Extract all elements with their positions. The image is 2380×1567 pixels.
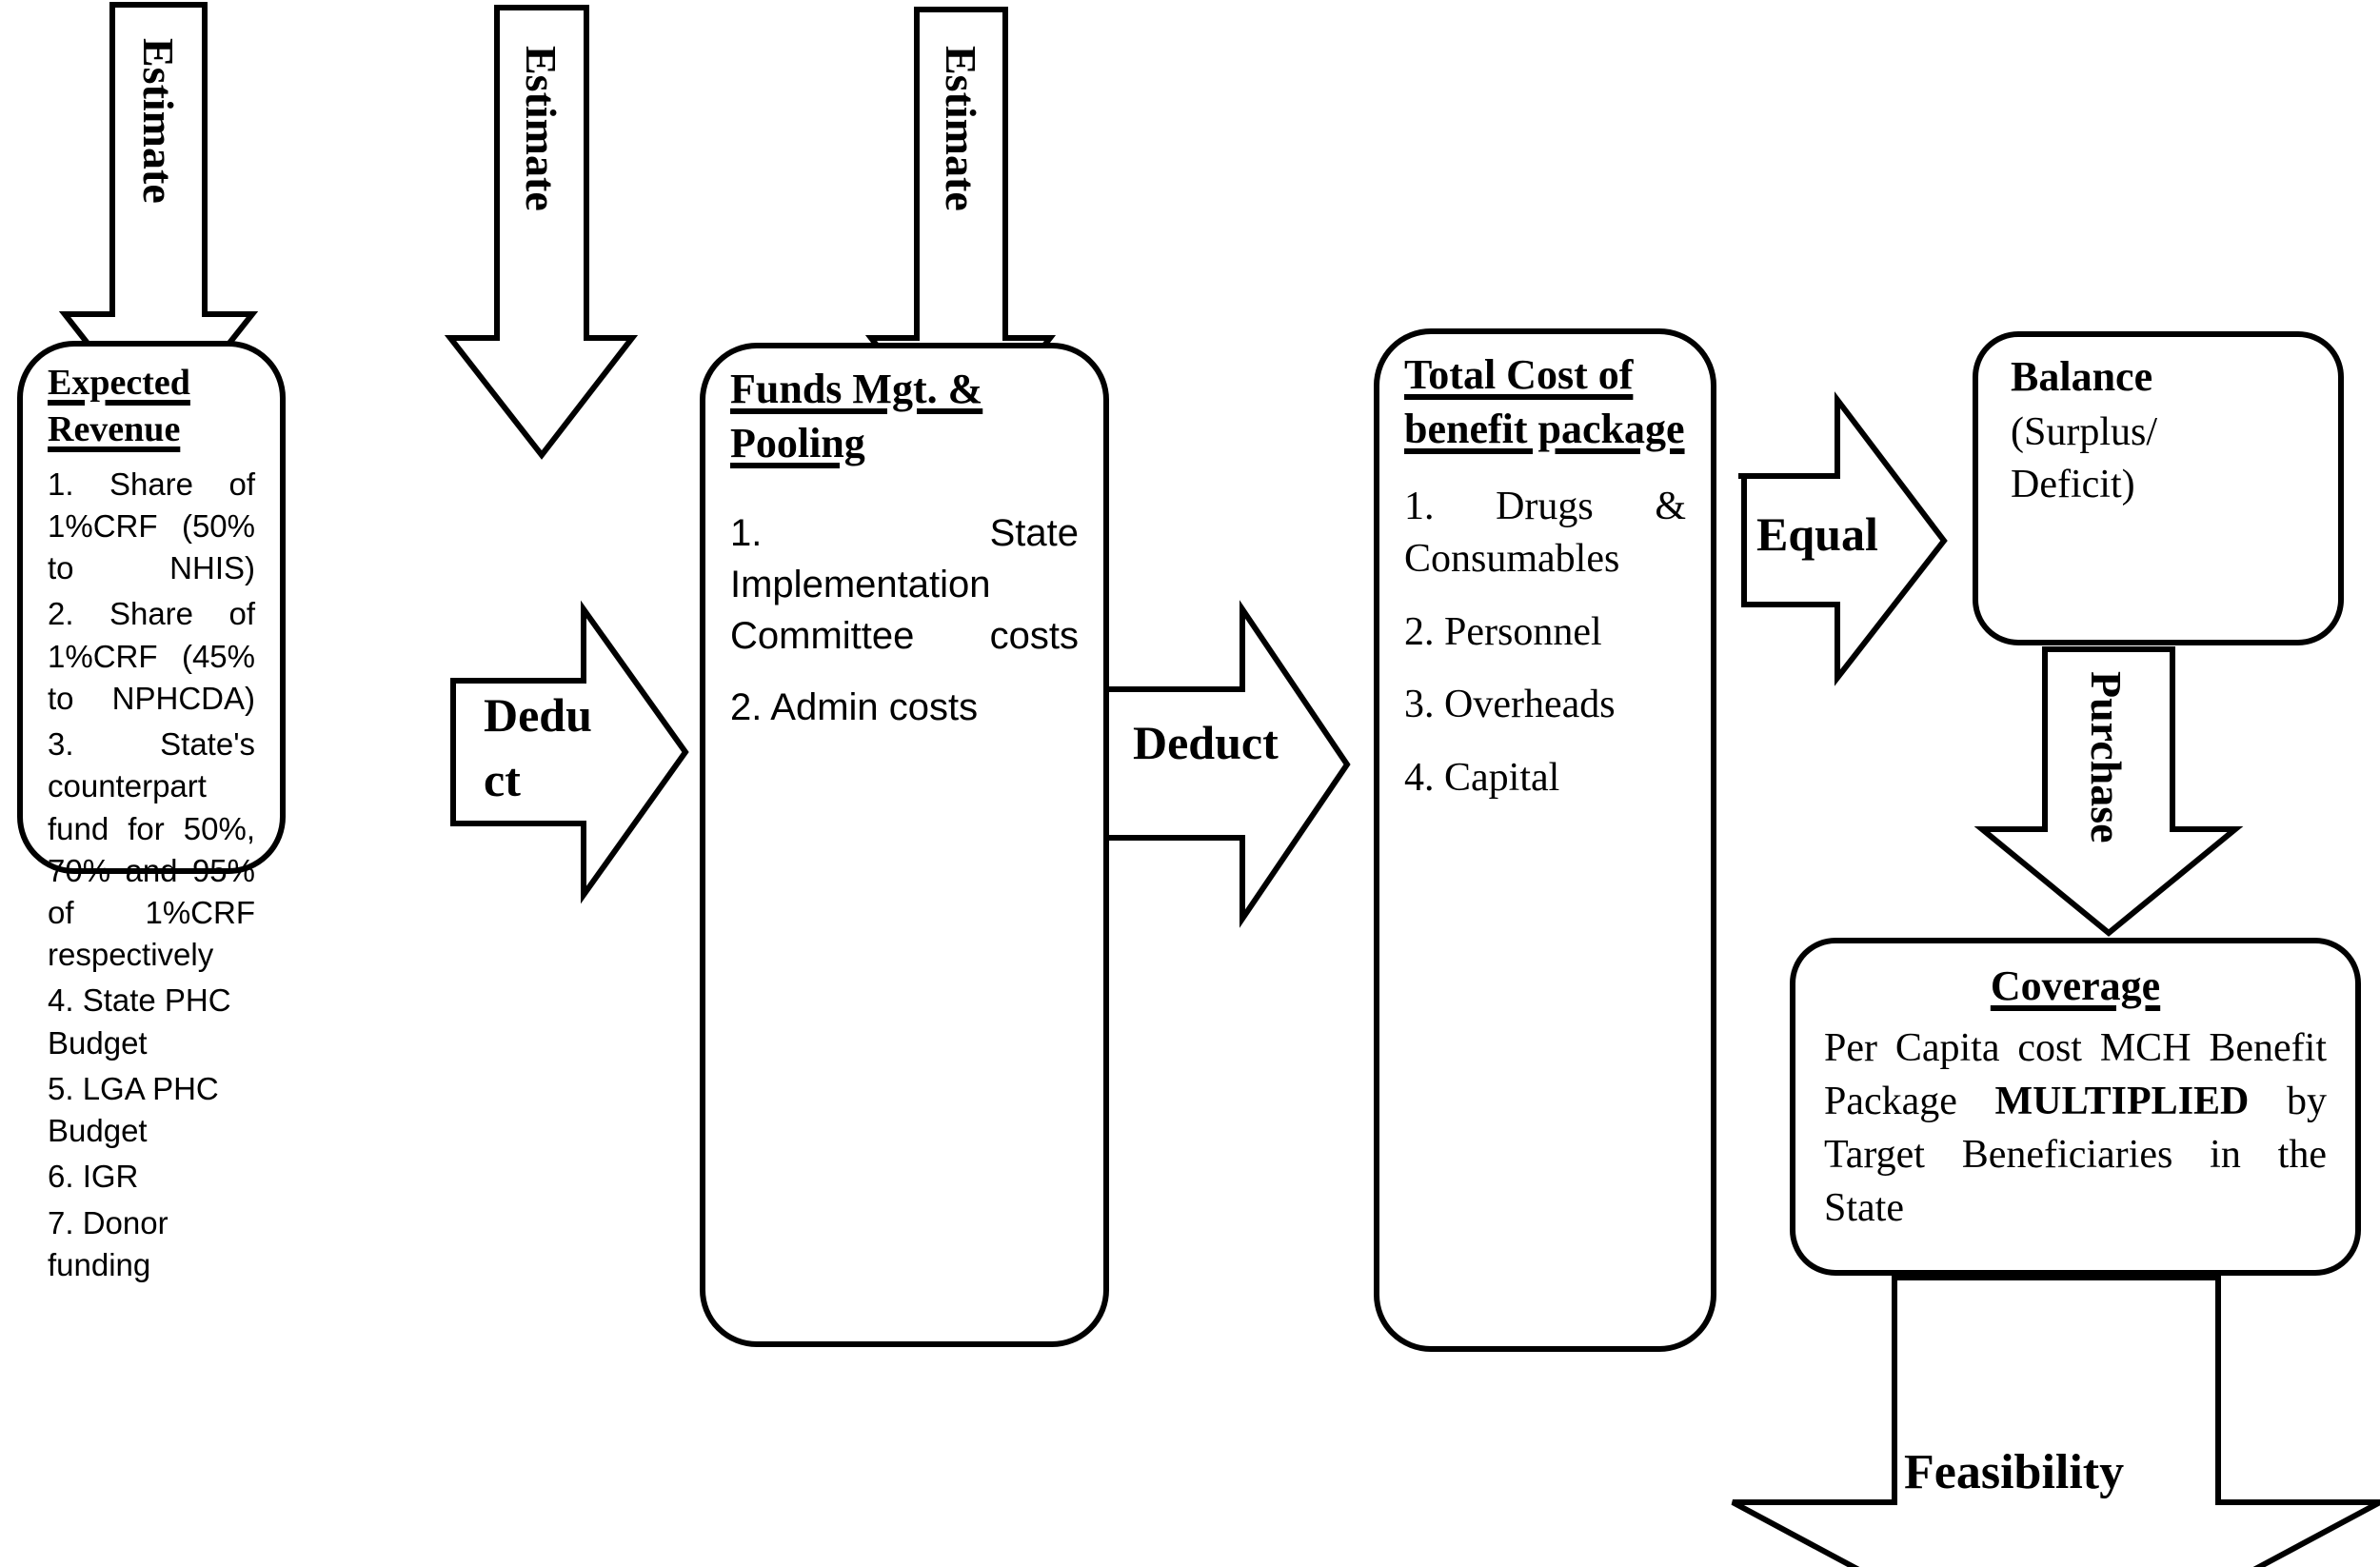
total-cost-item-1: 1. Drugs & Consumables (1404, 485, 1686, 581)
coverage-body-emphasis: MULTIPLIED (1994, 1080, 2250, 1124)
box-total-cost: Total Cost of benefit package 1. Drugs &… (1374, 328, 1716, 1352)
equal-arrow-label: Equal (1756, 507, 1878, 561)
expected-revenue-title: Expected Revenue (48, 363, 190, 450)
equal-connector-top (1738, 473, 1750, 479)
estimate-arrow-1-label: Estimate (134, 38, 183, 204)
estimate-arrow-3-label: Estimate (937, 46, 985, 211)
total-cost-item-3: 3. Overheads (1404, 683, 1616, 727)
expected-revenue-item-1: 1. Share of 1%CRF (50% to NHIS) (48, 466, 255, 586)
funds-management-title: Funds Mgt. & Pooling (730, 366, 983, 467)
deduct-arrow-2-label: Deduct (1133, 716, 1279, 769)
coverage-to-feasibility-connector (1894, 1273, 2218, 1280)
feasibility-arrow-label: Feasibility (1904, 1445, 2125, 1499)
coverage-body-prefix: Per Capita cost MCH Benefit Package (1824, 1026, 2327, 1124)
funds-management-item-1: 1. State Implementation Committee costs (730, 512, 1079, 657)
deduct-arrow-1-label-line2: ct (484, 753, 521, 806)
funds-management-item-2: 2. Admin costs (730, 686, 979, 729)
purchase-arrow-label: Purchase (2082, 671, 2131, 843)
balance-subtitle-line-2: Deficit) (2011, 462, 2135, 506)
estimate-arrow-2-shape (444, 5, 639, 460)
expected-revenue-item-6: 6. IGR (48, 1159, 139, 1195)
coverage-body-suffix: by Target Beneficiaries in the State (1824, 1080, 2327, 1230)
coverage-body: Per Capita cost MCH Benefit Package MULT… (1824, 1022, 2327, 1235)
expected-revenue-item-7: 7. Donor funding (48, 1204, 169, 1282)
expected-revenue-item-5: 5. LGA PHC Budget (48, 1070, 219, 1149)
total-cost-item-4: 4. Capital (1404, 755, 1560, 800)
deduct-arrow-1-shape (450, 600, 689, 904)
feasibility-arrow-shape (1731, 1273, 2380, 1567)
deduct-arrow-2-shape (1101, 600, 1351, 928)
estimate-arrow-2-label: Estimate (517, 46, 565, 211)
expected-revenue-item-2: 2. Share of 1%CRF (45% to NPHCDA) (48, 596, 255, 716)
total-cost-item-2: 2. Personnel (1404, 609, 1602, 654)
purchase-arrow-shape (1973, 646, 2244, 937)
balance-title: Balance (2011, 353, 2153, 400)
box-coverage: Coverage Per Capita cost MCH Benefit Pac… (1790, 938, 2361, 1276)
total-cost-title: Total Cost of benefit package (1404, 351, 1685, 453)
deduct-arrow-1-label-line1: Dedu (484, 688, 592, 742)
box-balance: Balance (Surplus/ Deficit) (1973, 331, 2344, 645)
equal-arrow-shape (1741, 391, 1948, 686)
coverage-title: Coverage (1990, 962, 2161, 1009)
balance-subtitle-line-1: (Surplus/ (2011, 410, 2158, 454)
expected-revenue-item-3: 3. State's counterpart fund for 50%, 70%… (48, 726, 255, 973)
box-funds-management: Funds Mgt. & Pooling 1. State Implementa… (700, 343, 1109, 1347)
box-expected-revenue: Expected Revenue 1. Share of 1%CRF (50% … (17, 341, 286, 1282)
expected-revenue-item-4: 4. State PHC Budget (48, 982, 231, 1061)
